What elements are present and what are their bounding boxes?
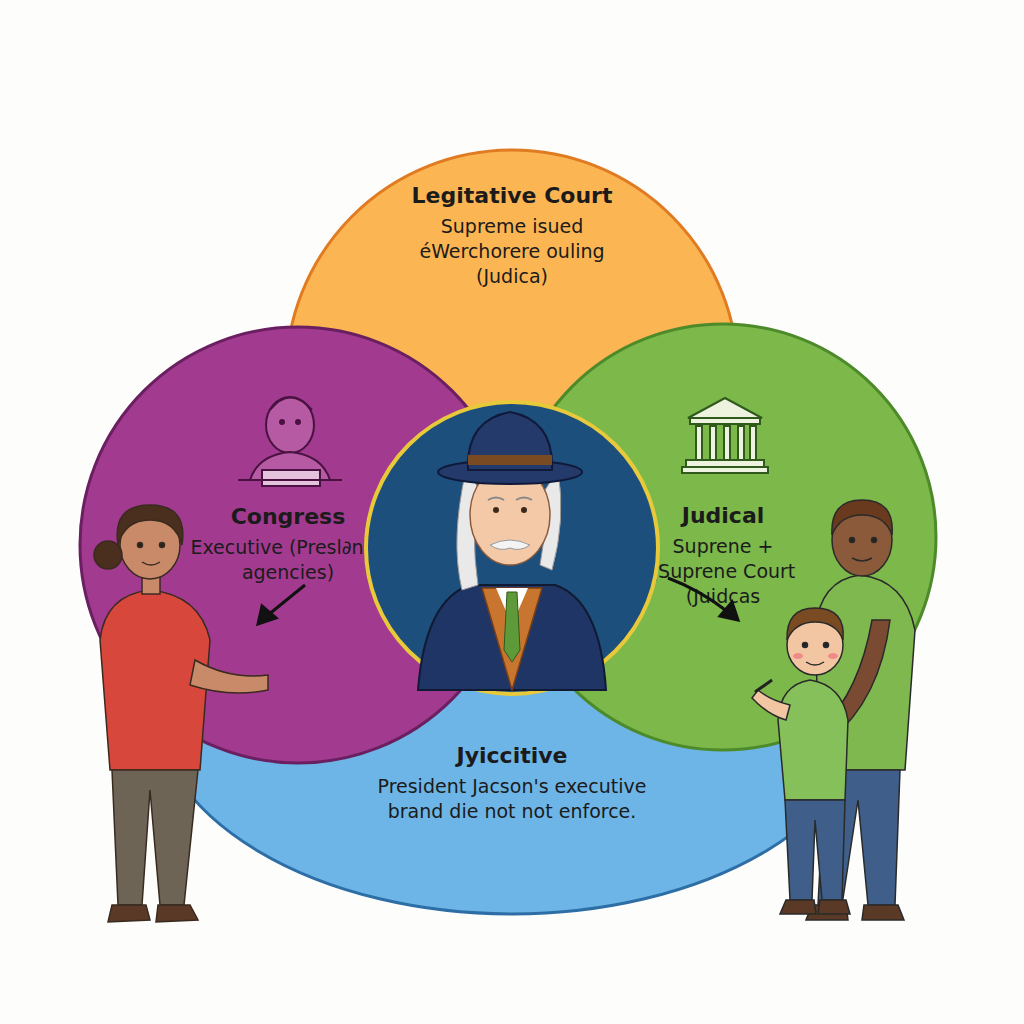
circle-fill — [80, 327, 516, 763]
adult-figure-part — [862, 905, 904, 920]
circle-body: Executive (Presl∂n + agencies) — [188, 535, 388, 585]
circle-body: President Jacson's executive brand die n… — [357, 774, 667, 824]
venn-circle: CongressExecutive (Presl∂n + agencies) — [78, 325, 518, 765]
circle-text-group: CongressExecutive (Presl∂n + agencies) — [188, 503, 388, 585]
venn-circle: JudicalSuprene + (Suprene Court (Juidcas — [508, 322, 938, 752]
circle-text-group: JyiccitivePresident Jacson's executive b… — [357, 742, 667, 824]
circle-heading: Legitative Court — [382, 182, 642, 210]
circle-heading: Congress — [188, 503, 388, 531]
circle-text-group: Legitative CourtSupreme isued éWerchorer… — [382, 182, 642, 289]
circle-fill — [152, 482, 872, 914]
child-figure-part — [818, 900, 850, 914]
circle-body: Supreme isued éWerchorere ouling (Judica… — [382, 214, 642, 289]
circle-text-group: JudicalSuprene + (Suprene Court (Juidcas — [643, 502, 803, 609]
circle-body: Suprene + (Suprene Court (Juidcas — [643, 534, 803, 609]
student-figure-part — [108, 905, 150, 922]
child-figure-part — [780, 900, 816, 914]
circle-heading: Jyiccitive — [357, 742, 667, 770]
adult-figure-part — [806, 905, 848, 920]
circle-fill — [510, 324, 936, 750]
student-figure-part — [156, 905, 198, 922]
circle-heading: Judical — [643, 502, 803, 530]
